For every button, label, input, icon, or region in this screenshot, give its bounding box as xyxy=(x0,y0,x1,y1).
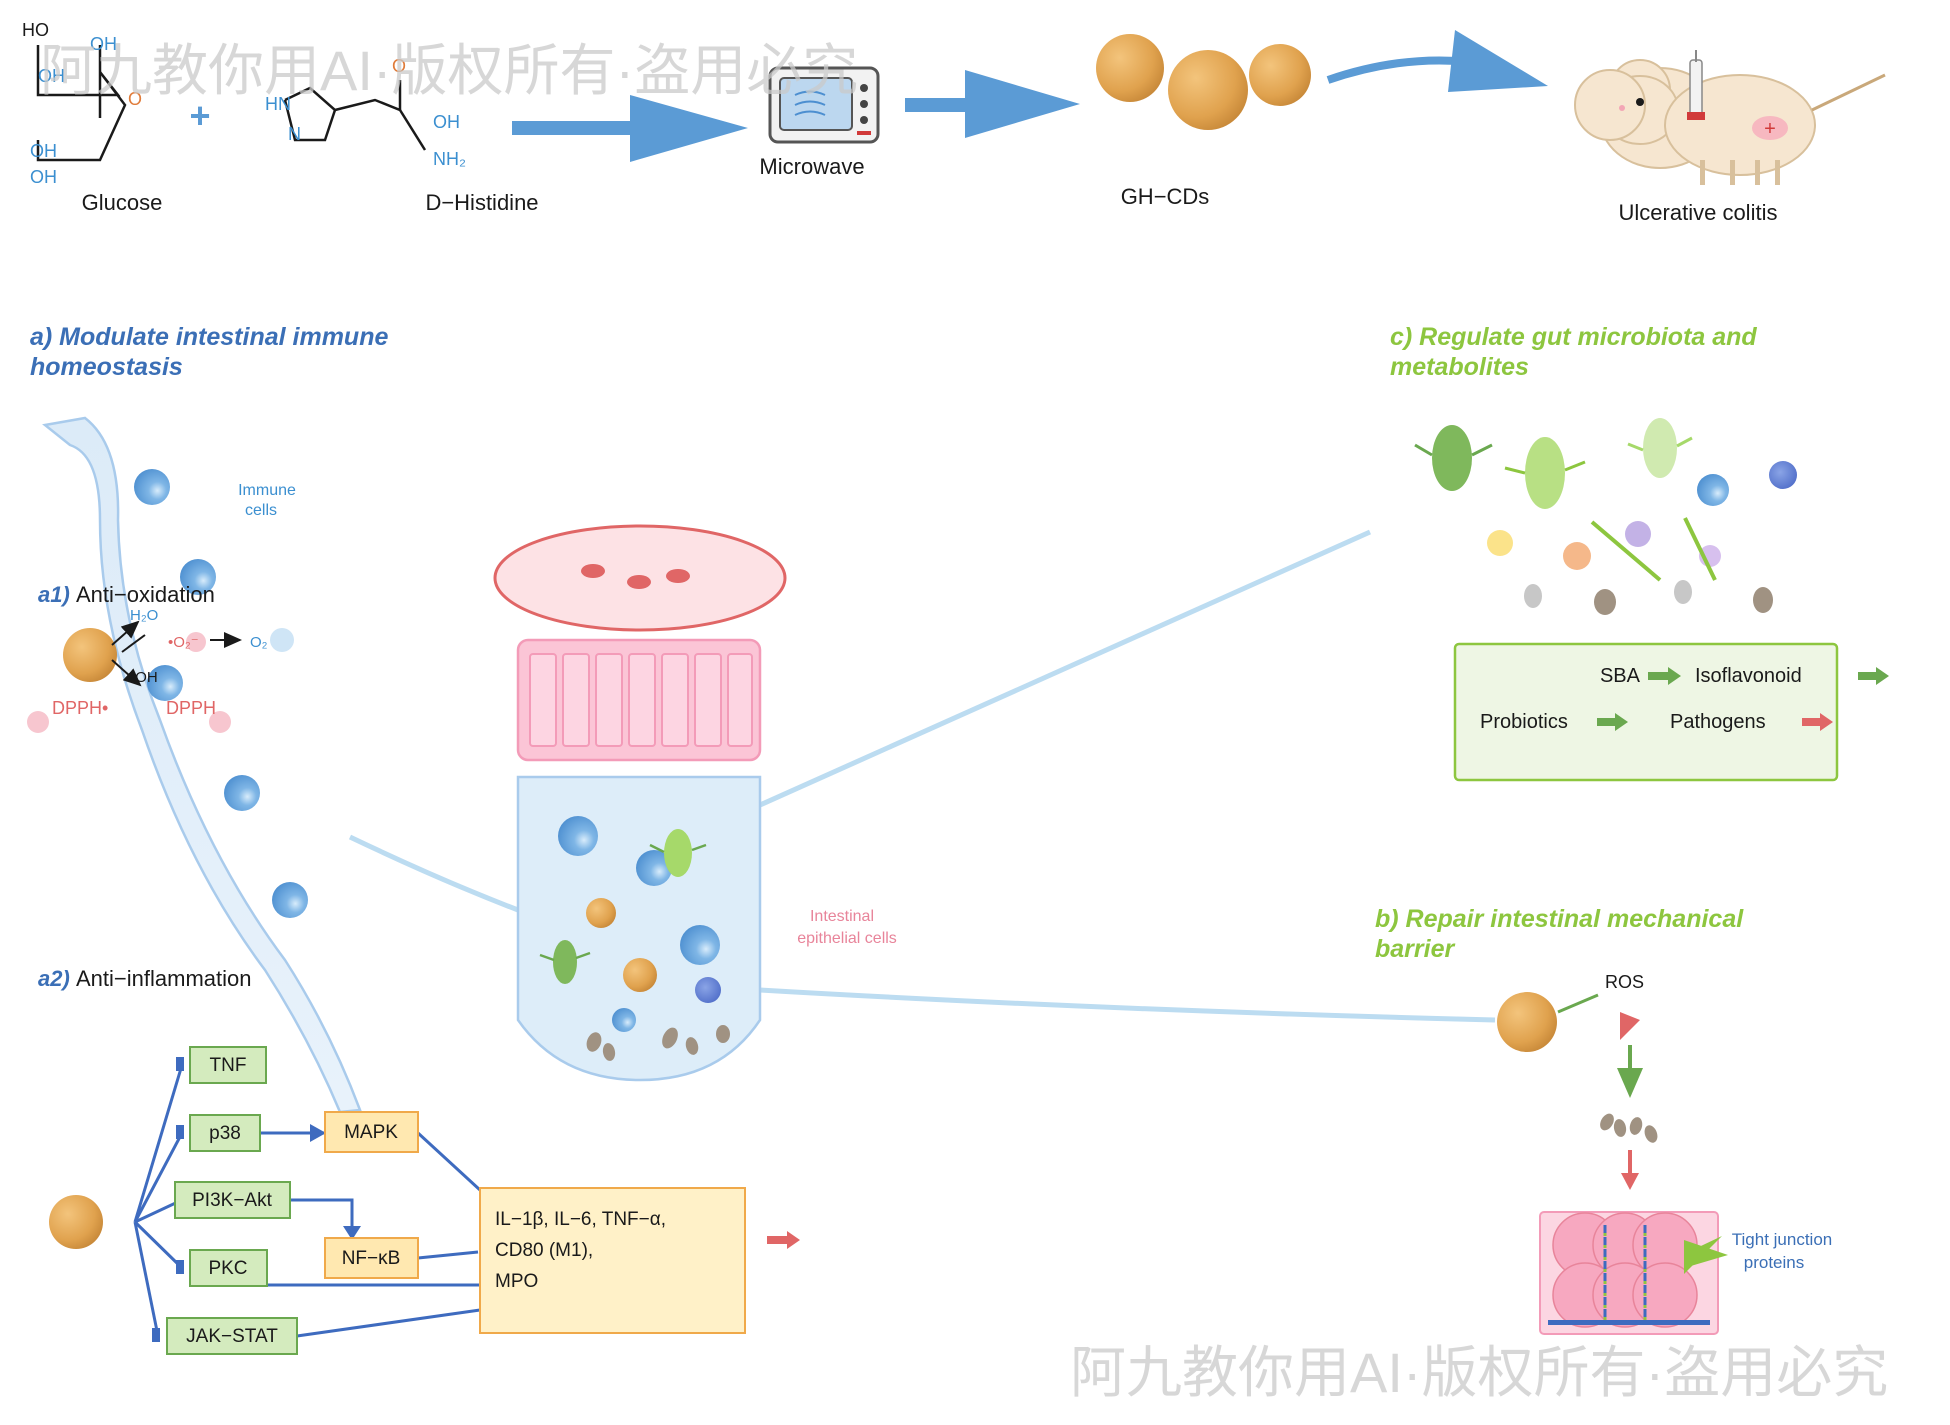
glucose-oh-1: OH xyxy=(90,34,117,54)
ros-label: ROS xyxy=(1605,972,1644,992)
pathogens-down-arrow xyxy=(1802,713,1833,731)
arrow-to-gh-cds xyxy=(905,70,1080,138)
tight-junction-cells xyxy=(1539,1211,1728,1335)
glucose-oh-4: OH xyxy=(30,167,57,187)
glucose-ring-o: O xyxy=(128,89,142,109)
histidine-oh: OH xyxy=(433,112,460,132)
barrier-repair-scheme xyxy=(1497,992,1658,1190)
watermark-bottom: 阿九教你用AI·版权所有·盗用必究 xyxy=(1070,1341,1888,1404)
antioxidation-scheme xyxy=(27,620,294,733)
bacterium-dark-green xyxy=(1414,425,1493,491)
intestine-lumen-disc xyxy=(493,524,787,632)
cytokines-box: IL−1β, IL−6, TNF−α, CD80 (M1), MPO xyxy=(479,1187,746,1334)
histidine-n: N xyxy=(288,124,301,144)
ulcerative-colitis-label: Ulcerative colitis xyxy=(1619,200,1778,225)
section-b-title-line2: barrier xyxy=(1375,935,1455,963)
cytokines-line2: CD80 (M1), xyxy=(495,1240,593,1261)
a2-title: Anti−inflammation xyxy=(76,966,251,991)
species-oh: •OH xyxy=(130,669,158,686)
epithelial-layer xyxy=(516,638,762,762)
mapk-label: MAPK xyxy=(344,1122,398,1143)
lamina-propria-tube xyxy=(516,775,762,1082)
pathway-jak-stat-label: JAK−STAT xyxy=(186,1326,278,1347)
cytokines-line3: MPO xyxy=(495,1271,538,1292)
nfkb-label: NF−κB xyxy=(342,1248,401,1269)
pathway-pkc-label: PKC xyxy=(208,1258,247,1279)
watermark-top: 阿九教你用AI·版权所有·盗用必究 xyxy=(40,39,858,102)
tj-label-line1: Tight junction xyxy=(1732,1230,1832,1249)
pathway-tnf-label: TNF xyxy=(210,1055,247,1076)
immune-cells-label-line2: cells xyxy=(245,502,277,519)
glucose-oh-3: OH xyxy=(30,141,57,161)
bacterium-pale-green xyxy=(1627,418,1693,478)
sba-up-arrow xyxy=(1648,667,1681,685)
a1-prefix: a1) xyxy=(38,582,70,607)
pathway-box-tnf: TNF xyxy=(189,1046,267,1084)
svg-text:+: + xyxy=(1764,118,1776,140)
bacterium-green-2 xyxy=(539,940,591,984)
bacterium-green-1 xyxy=(649,829,707,877)
nfkb-box: NF−κB xyxy=(324,1237,419,1279)
section-c-title-line1: c) Regulate gut microbiota and xyxy=(1390,323,1757,351)
section-a-title-line2: homeostasis xyxy=(30,353,183,381)
pathway-connectors xyxy=(49,1057,482,1342)
pathway-p38-label: p38 xyxy=(209,1123,241,1144)
glucose-label: Glucose xyxy=(82,190,163,215)
histidine-label: D−Histidine xyxy=(425,190,538,215)
pathway-box-jak-stat: JAK−STAT xyxy=(166,1317,298,1355)
species-dpph-radical: DPPH• xyxy=(52,698,108,718)
microwave-icon xyxy=(768,66,880,144)
a1-title: Anti−oxidation xyxy=(76,582,215,607)
connector-lines xyxy=(348,529,1496,1023)
section-c-title-line2: metabolites xyxy=(1390,353,1529,381)
sba-label: SBA xyxy=(1600,665,1641,687)
species-o2-radical: •O₂⁻ xyxy=(168,634,199,651)
immune-cells xyxy=(134,469,308,918)
mapk-box: MAPK xyxy=(324,1111,419,1153)
isoflavonoid-up-arrow xyxy=(1858,667,1889,685)
gh-cds-label: GH−CDs xyxy=(1121,184,1210,209)
a2-prefix: a2) xyxy=(38,966,70,991)
iec-label-line2: epithelial cells xyxy=(797,930,897,947)
probiotics-up-arrow xyxy=(1597,713,1628,731)
pathway-box-p38: p38 xyxy=(189,1114,261,1152)
blood-vessel-ribbon xyxy=(42,416,362,1114)
histidine-structure: HN N O OH NH₂ D−Histidine xyxy=(265,56,539,215)
histidine-nh2: NH₂ xyxy=(433,149,466,169)
glucose-ho: HO xyxy=(22,20,49,40)
pathway-box-pi3k: PI3K−Akt xyxy=(174,1181,291,1219)
species-h2o: H₂O xyxy=(130,607,158,624)
probiotics-label: Probiotics xyxy=(1480,711,1568,733)
iec-label-line1: Intestinal xyxy=(810,908,874,925)
bacterium-light-green xyxy=(1504,437,1586,509)
pathway-pi3k-label: PI3K−Akt xyxy=(192,1190,272,1211)
pathway-box-pkc: PKC xyxy=(189,1249,268,1287)
gh-cds-particles xyxy=(1096,34,1311,130)
plus-sign: + xyxy=(189,95,210,136)
immune-cells-label-line1: Immune xyxy=(238,482,296,499)
isoflavonoid-label: Isoflavonoid xyxy=(1695,665,1802,687)
mouse-icon: + xyxy=(1574,50,1886,185)
species-o2: O₂ xyxy=(250,634,268,651)
histidine-o: O xyxy=(392,56,406,76)
arrow-to-microwave xyxy=(512,95,748,162)
section-b-title-line1: b) Repair intestinal mechanical xyxy=(1375,905,1744,933)
curved-arrow-to-mouse xyxy=(1326,30,1548,92)
species-dpph: DPPH xyxy=(166,698,216,718)
microbiota-cluster xyxy=(1414,418,1797,615)
pathogens-label: Pathogens xyxy=(1670,711,1766,733)
glucose-structure: HO OH OH O OH OH Glucose xyxy=(22,20,162,215)
microwave-label: Microwave xyxy=(759,154,864,179)
section-a-title-line1: a) Modulate intestinal immune xyxy=(30,323,388,351)
cytokines-down-arrow xyxy=(767,1231,800,1249)
glucose-oh-2: OH xyxy=(38,66,65,86)
microbiota-box: SBA Isoflavonoid Probiotics Pathogens xyxy=(1453,642,1889,782)
histidine-hn: HN xyxy=(265,94,291,114)
pathway-boxes: TNF p38 PI3K−Akt PKC JAK−STAT MAPK NF−κB xyxy=(166,1046,800,1355)
cytokines-line1: IL−1β, IL−6, TNF−α, xyxy=(495,1209,666,1230)
tj-label-line2: proteins xyxy=(1744,1253,1804,1272)
